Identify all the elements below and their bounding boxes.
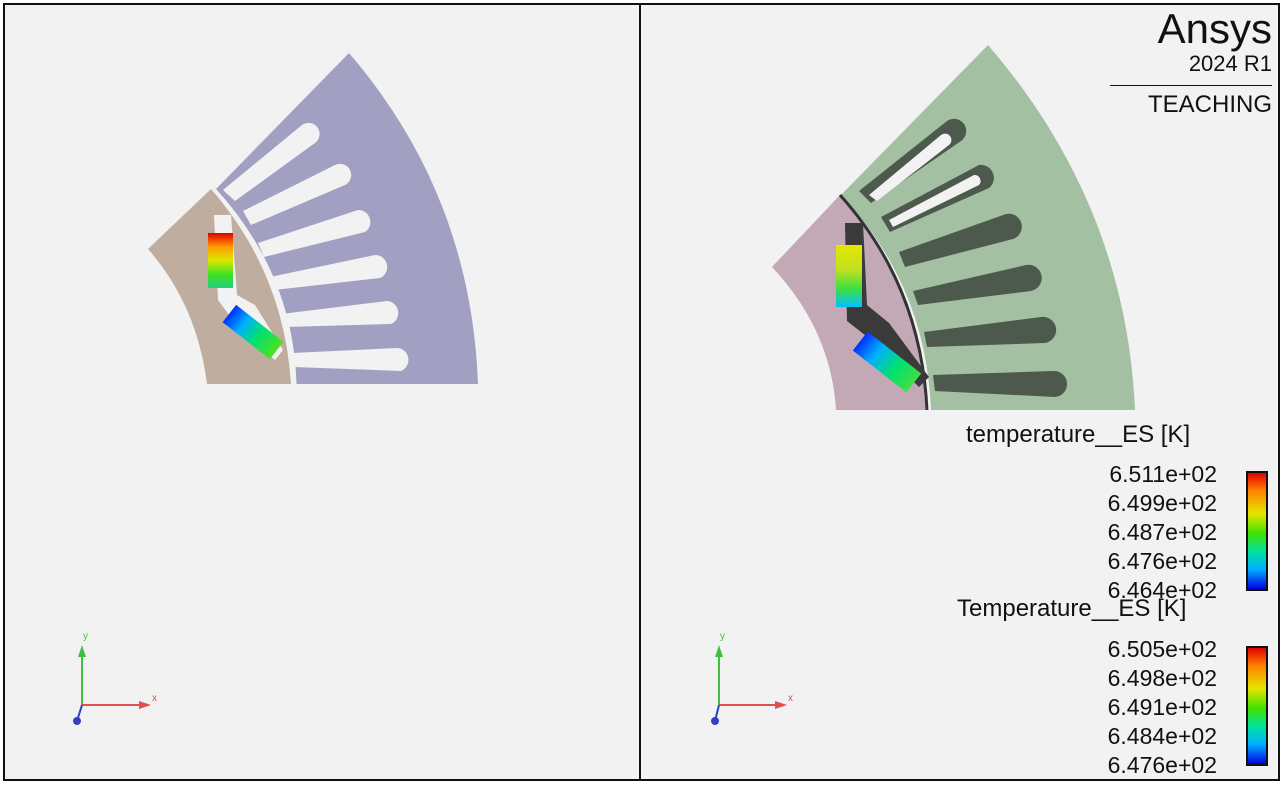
legend-title: Temperature__ES [K] bbox=[957, 595, 1187, 622]
left-scene: y x bbox=[73, 53, 478, 725]
legend-label: 6.505e+02 bbox=[1107, 636, 1217, 662]
legend-label: 6.511e+02 bbox=[1109, 461, 1217, 487]
legend-label: 6.476e+02 bbox=[1107, 548, 1217, 574]
y-axis-label: y bbox=[83, 631, 88, 642]
legend-label: 6.464e+02 bbox=[1107, 577, 1217, 603]
right-viewport[interactable]: y x Ansys 2024 R1 TEACHING temperature__… bbox=[640, 3, 1280, 781]
ansys-logo-text: Ansys bbox=[1157, 5, 1272, 52]
legend-color-bar bbox=[1246, 471, 1268, 591]
right-scene: y x bbox=[711, 45, 1135, 725]
stator-slot bbox=[924, 316, 1057, 347]
legend-label: 6.476e+02 bbox=[1107, 752, 1217, 778]
legend-label: 6.498e+02 bbox=[1107, 665, 1217, 691]
stator-slot bbox=[292, 348, 409, 371]
branding-divider bbox=[1110, 85, 1272, 86]
legend-label: 6.487e+02 bbox=[1107, 519, 1217, 545]
legend-label: 6.491e+02 bbox=[1107, 694, 1217, 720]
magnet bbox=[208, 233, 233, 288]
magnet bbox=[852, 331, 922, 393]
stator-slot bbox=[258, 209, 371, 257]
legend-title: temperature__ES [K] bbox=[966, 421, 1191, 448]
left-viewport[interactable]: y x bbox=[3, 3, 640, 781]
y-axis-label: y bbox=[720, 631, 725, 642]
magnet bbox=[222, 304, 284, 360]
axis-triad: y x bbox=[711, 631, 793, 725]
slot-openings bbox=[869, 133, 981, 227]
stator-slot bbox=[913, 264, 1042, 305]
ansys-version: 2024 R1 bbox=[1188, 51, 1272, 76]
stator-slot bbox=[223, 122, 320, 201]
stator-slot bbox=[933, 370, 1068, 397]
air-gap bbox=[213, 188, 297, 385]
legend-label: 6.484e+02 bbox=[1107, 723, 1217, 749]
x-axis-label: x bbox=[152, 693, 157, 704]
ansys-edition: TEACHING bbox=[1147, 91, 1272, 118]
stator-slot bbox=[270, 254, 388, 290]
axis-triad: y x bbox=[73, 631, 157, 725]
legend-color-bar bbox=[1246, 646, 1268, 766]
stator-slot bbox=[899, 213, 1022, 267]
stator-slot bbox=[243, 163, 352, 225]
stator-slot bbox=[281, 301, 399, 327]
x-axis-label: x bbox=[788, 693, 793, 704]
stator-slots bbox=[223, 122, 409, 371]
legend-label: 6.499e+02 bbox=[1107, 490, 1217, 516]
magnet bbox=[836, 245, 862, 307]
